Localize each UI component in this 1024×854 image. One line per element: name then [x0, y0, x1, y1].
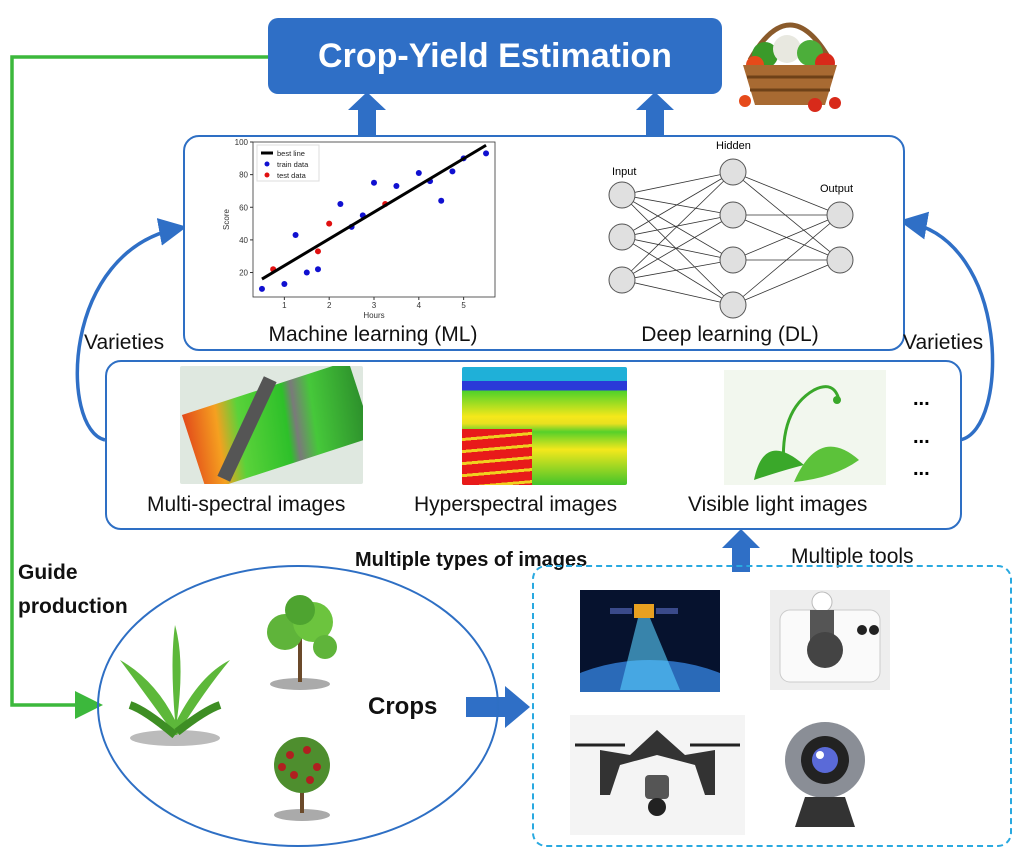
- input-node: [608, 181, 636, 209]
- nn-connection: [621, 236, 734, 261]
- varieties-right-arrow: [899, 211, 995, 442]
- nn-connection: [621, 259, 734, 281]
- x-tick-label: 5: [461, 301, 466, 310]
- phone-camera-image: [770, 590, 890, 690]
- hyperspectral-image: [462, 367, 627, 485]
- up-arrow-tools: [722, 529, 760, 572]
- legend-label: train data: [277, 160, 309, 169]
- fruit-plant-image: [274, 737, 330, 821]
- crops-ellipse: [97, 565, 499, 847]
- nn-connection: [732, 214, 841, 306]
- x-tick-label: 2: [327, 301, 332, 310]
- nn-connection: [732, 171, 841, 261]
- y-tick-label: 20: [239, 269, 248, 278]
- webcam-image: [760, 715, 890, 835]
- nn-connection: [621, 194, 734, 261]
- input-node: [608, 223, 636, 251]
- nn-connection: [732, 259, 841, 306]
- legend-dot-swatch: [264, 161, 270, 167]
- varieties-right-label: Varieties: [903, 331, 984, 354]
- y-tick-label: 60: [239, 203, 248, 212]
- multiple-tools-label: Multiple tools: [791, 545, 914, 568]
- hidden-node: [719, 246, 747, 274]
- train-data-point: [337, 201, 344, 207]
- nn-connection: [621, 194, 734, 216]
- nn-connection: [621, 194, 734, 306]
- multispectral-image: [180, 366, 363, 484]
- multispectral-label: Multi-spectral images: [147, 493, 346, 516]
- production-label: production: [18, 595, 128, 618]
- hidden-node: [719, 291, 747, 319]
- nn-connection: [732, 171, 841, 216]
- vegetable-basket-image: [739, 22, 841, 112]
- crops-label: Crops: [368, 693, 438, 720]
- hidden-node: [719, 158, 747, 186]
- train-data-point: [393, 183, 400, 190]
- crop-yield-estimation-title: Crop-Yield Estimation: [268, 18, 722, 94]
- nn-connection: [621, 171, 734, 196]
- train-data-point: [438, 197, 445, 204]
- visible-light-image: [724, 370, 886, 485]
- y-tick-label: 40: [239, 236, 248, 245]
- more-dots-3: ...: [913, 458, 930, 480]
- x-tick-label: 1: [282, 301, 287, 310]
- train-data-point: [292, 232, 299, 238]
- dl-neural-network: [608, 158, 854, 319]
- up-arrow-ml: [348, 92, 386, 135]
- y-axis-label: Score: [222, 209, 231, 230]
- nn-connection: [621, 171, 734, 238]
- hidden-node: [719, 201, 747, 229]
- hyperspectral-label: Hyperspectral images: [414, 493, 618, 516]
- train-data-point: [415, 170, 422, 176]
- train-data-point: [371, 179, 377, 186]
- nn-input-label: Input: [612, 166, 637, 178]
- multiple-types-label: Multiple types of images: [355, 549, 588, 571]
- input-node: [608, 266, 636, 294]
- test-data-point: [326, 220, 333, 227]
- drone-image: [570, 715, 745, 835]
- x-tick-label: 4: [417, 301, 422, 310]
- x-axis-label: Hours: [363, 311, 384, 320]
- train-data-point: [258, 285, 265, 292]
- y-tick-label: 100: [235, 138, 249, 147]
- satellite-image: [580, 590, 720, 692]
- legend-label: best line: [277, 149, 305, 158]
- train-data-point: [281, 280, 288, 287]
- best-line: [261, 143, 487, 281]
- train-data-point: [303, 269, 310, 276]
- varieties-left-label: Varieties: [84, 331, 165, 354]
- train-data-point: [314, 266, 321, 273]
- dl-label: Deep learning (DL): [641, 323, 819, 346]
- corn-plant-image: [120, 625, 230, 746]
- more-dots-2: ...: [913, 426, 930, 448]
- guide-label: Guide: [18, 561, 78, 584]
- nn-connection: [621, 236, 734, 306]
- nn-connection: [621, 279, 734, 306]
- output-node: [826, 246, 854, 274]
- nn-connection: [621, 171, 734, 281]
- test-data-point: [314, 248, 321, 255]
- ml-label: Machine learning (ML): [268, 323, 478, 346]
- train-data-point: [483, 150, 490, 157]
- x-tick-label: 3: [372, 301, 377, 310]
- visible-light-label: Visible light images: [688, 493, 868, 516]
- up-arrow-dl: [636, 92, 674, 135]
- y-tick-label: 80: [239, 171, 248, 180]
- nn-connection: [621, 214, 734, 281]
- guide-production-arrow: [10, 55, 268, 719]
- output-node: [826, 201, 854, 229]
- nn-output-label: Output: [820, 183, 854, 195]
- more-dots-1: ...: [913, 388, 930, 410]
- varieties-left-arrow: [75, 218, 187, 442]
- train-data-point: [449, 168, 456, 175]
- tree-plant-image: [267, 595, 337, 690]
- legend-label: test data: [277, 171, 307, 180]
- nn-hidden-label: Hidden: [716, 140, 751, 152]
- nn-connection: [732, 214, 841, 261]
- legend-dot-swatch: [264, 172, 270, 178]
- tools-panel: [532, 565, 1012, 847]
